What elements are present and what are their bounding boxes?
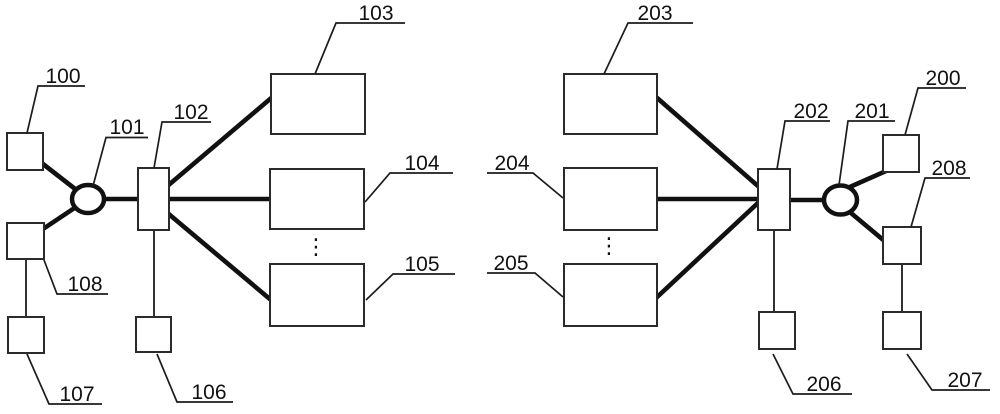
label-104: 104 bbox=[404, 152, 439, 175]
node-box-106 bbox=[135, 316, 172, 353]
node-box-200 bbox=[882, 134, 920, 173]
label-103: 103 bbox=[358, 2, 393, 25]
label-106: 106 bbox=[191, 381, 226, 404]
node-box-104 bbox=[269, 168, 365, 230]
link-203-202 bbox=[638, 81, 776, 202]
node-box-107 bbox=[7, 316, 45, 354]
leader-100 bbox=[26, 85, 85, 134]
node-box-103 bbox=[270, 73, 366, 135]
label-205: 205 bbox=[493, 252, 528, 275]
vertical-ellipsis-icon: ⋮ bbox=[598, 234, 620, 259]
node-box-202 bbox=[757, 168, 791, 231]
leader-201 bbox=[838, 120, 895, 186]
left-leader-lines bbox=[26, 22, 455, 405]
label-200: 200 bbox=[925, 67, 960, 90]
leader-200 bbox=[904, 87, 966, 136]
left-nodes bbox=[6, 73, 366, 354]
label-208: 208 bbox=[931, 157, 966, 180]
leader-105 bbox=[365, 273, 455, 301]
right-nodes bbox=[563, 73, 922, 350]
node-hub-ellipse-201 bbox=[821, 183, 860, 217]
label-107: 107 bbox=[59, 383, 94, 406]
node-box-108 bbox=[6, 222, 45, 260]
leader-202 bbox=[776, 120, 830, 170]
label-204: 204 bbox=[494, 152, 529, 175]
right-network: ⋮ 200 201 202 203 204 205 206 207 208 bbox=[487, 2, 990, 396]
leader-103 bbox=[314, 22, 405, 75]
label-101: 101 bbox=[109, 116, 144, 139]
node-box-208 bbox=[882, 226, 922, 265]
label-207: 207 bbox=[947, 369, 982, 392]
leader-203 bbox=[603, 22, 693, 75]
node-box-100 bbox=[6, 132, 44, 171]
leader-106 bbox=[156, 353, 233, 403]
leader-207 bbox=[906, 353, 990, 391]
label-206: 206 bbox=[806, 373, 841, 396]
right-leader-lines bbox=[487, 22, 990, 395]
leader-102 bbox=[153, 121, 211, 169]
leader-108 bbox=[43, 259, 108, 295]
label-203: 203 bbox=[637, 2, 672, 25]
node-box-207 bbox=[882, 311, 922, 350]
link-205-202 bbox=[638, 186, 776, 315]
node-box-206 bbox=[758, 311, 796, 350]
leader-107 bbox=[26, 353, 102, 405]
label-108: 108 bbox=[67, 273, 102, 296]
right-reference-labels: 200 201 202 203 204 205 206 207 208 bbox=[493, 2, 982, 396]
label-201: 201 bbox=[854, 100, 889, 123]
label-202: 202 bbox=[793, 100, 828, 123]
left-network: ⋮ 100 101 102 103 104 105 106 107 108 bbox=[6, 2, 455, 406]
leader-104 bbox=[364, 172, 453, 203]
leader-101 bbox=[92, 136, 148, 187]
node-box-105 bbox=[269, 263, 365, 327]
node-box-205 bbox=[563, 263, 658, 327]
vertical-ellipsis-icon: ⋮ bbox=[305, 235, 327, 260]
node-hub-ellipse-101 bbox=[69, 182, 107, 216]
node-box-102 bbox=[137, 167, 170, 231]
leader-208 bbox=[910, 177, 970, 228]
leader-205 bbox=[487, 272, 564, 298]
node-box-203 bbox=[563, 73, 658, 135]
node-box-204 bbox=[563, 167, 658, 231]
leader-204 bbox=[487, 172, 564, 199]
label-102: 102 bbox=[173, 101, 208, 124]
label-105: 105 bbox=[404, 253, 439, 276]
left-reference-labels: 100 101 102 103 104 105 106 107 108 bbox=[45, 2, 439, 406]
leader-206 bbox=[772, 353, 852, 395]
label-100: 100 bbox=[45, 65, 80, 88]
